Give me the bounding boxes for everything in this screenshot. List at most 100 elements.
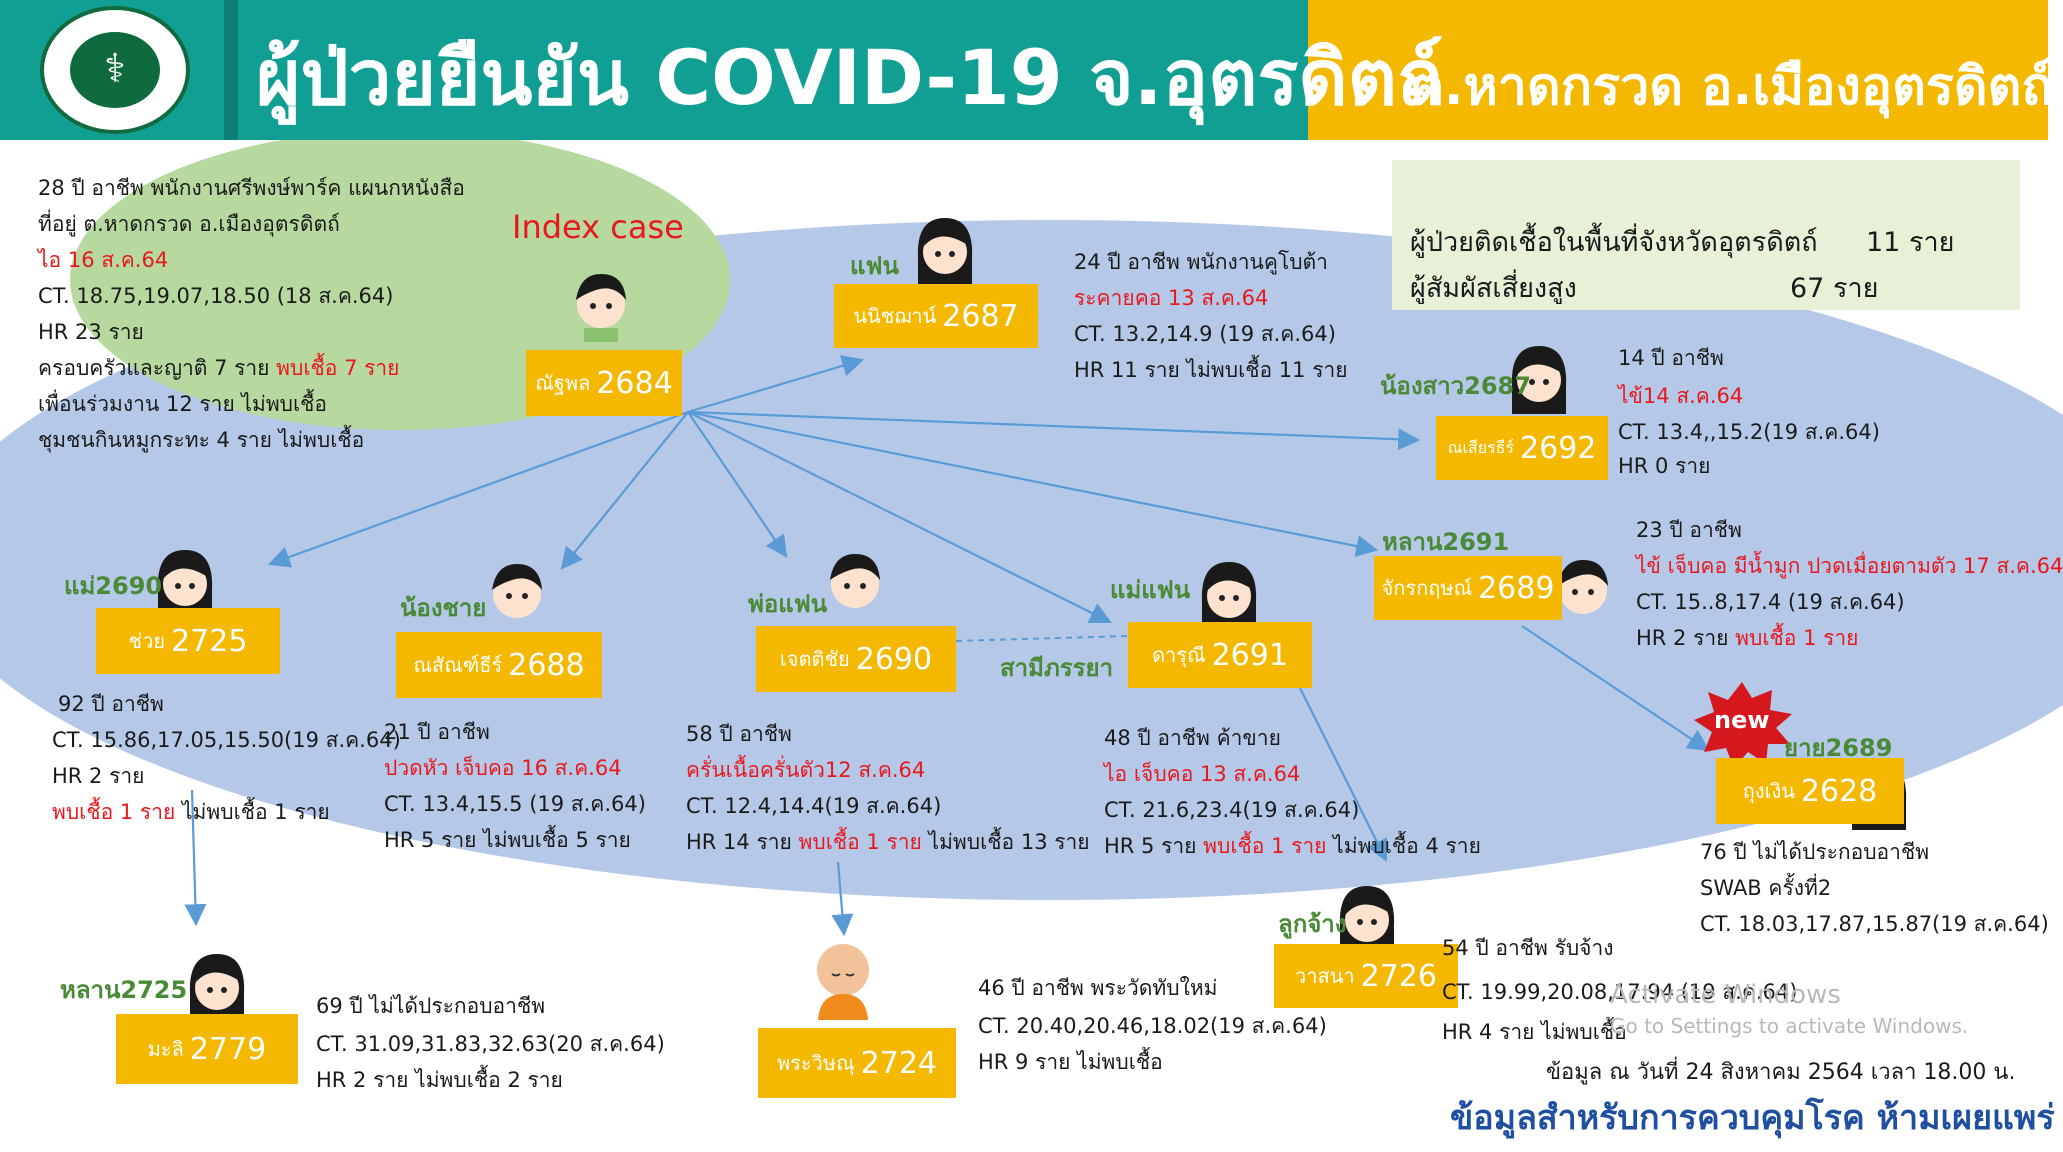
case-name: ณเสียรธีร์ <box>1447 437 1515 457</box>
case-name: ช่วย <box>128 629 166 653</box>
arrow-2725-to-2779 <box>184 789 207 927</box>
case-info-line: CT. 13.2,14.9 (19 ส.ค.64) <box>1074 322 1336 346</box>
case-info-positive: พบเชื้อ 1 ราย <box>798 830 922 854</box>
arrow-to-2690 <box>687 411 788 558</box>
case-info-line: ระคายคอ 13 ส.ค.64 <box>1074 286 1269 310</box>
case-info-positive: พบเชื้อ 1 ราย <box>52 800 176 824</box>
summary-infected-label: ผู้ป่วยติดเชื้อในพื้นที่จังหวัดอุตรดิตถ์ <box>1410 227 1818 258</box>
female-avatar-icon <box>1201 562 1257 630</box>
case-info-line: CT. 19.99,20.08,17.94 (19 ส.ค.64) <box>1442 980 1798 1004</box>
case-id: 2724 <box>860 1045 937 1081</box>
case-id: 2628 <box>1800 773 1878 809</box>
case-info-line: CT. 15.86,17.05,15.50(19 ส.ค.64) <box>52 728 401 752</box>
case-info-line: ไข้14 ส.ค.64 <box>1618 384 1744 408</box>
case-box-2726: วาสนา 2726 <box>1274 944 1458 1008</box>
case-info-line: CT. 15..8,17.4 (19 ส.ค.64) <box>1636 590 1905 614</box>
case-box-2725: ช่วย 2725 <box>96 608 280 674</box>
case-id: 2687 <box>942 298 1019 334</box>
case-info-line: ไม่พบเชื้อ 4 ราย <box>1333 834 1481 858</box>
index-info-line: CT. 18.75,19.07,18.50 (18 ส.ค.64) <box>38 284 394 308</box>
case-info-line: HR 14 ราย <box>686 830 792 854</box>
case-info-line: 46 ปี อาชีพ พระวัดทับใหม่ <box>978 976 1218 1000</box>
relation-label: น้องสาว2687 <box>1380 372 1531 400</box>
case-box-2692: ณเสียรธีร์ 2692 <box>1436 416 1608 480</box>
spouse-dashed-line <box>955 635 1129 642</box>
case-info-line: HR 2 ราย ไม่พบเชื้อ 2 ราย <box>316 1068 563 1092</box>
female-avatar-icon <box>917 218 973 286</box>
relation-label: พ่อแฟน <box>748 590 828 618</box>
arrow-2689-to-2628 <box>1521 625 1710 752</box>
case-info-line: 58 ปี อาชีพ <box>686 722 792 746</box>
case-id: 2725 <box>171 623 248 659</box>
case-box-2691: ดารุณี 2691 <box>1128 622 1312 688</box>
case-box-2724: พระวิษณุ 2724 <box>758 1028 956 1098</box>
case-info-line: SWAB ครั้งที่2 <box>1700 876 1832 900</box>
case-info-line: ปวดหัว เจ็บคอ 16 ส.ค.64 <box>384 756 622 780</box>
case-name: ดารุณี <box>1152 643 1206 667</box>
case-info-line: HR 2 ราย <box>52 764 145 788</box>
index-info-line: ชุมชนกินหมูกระทะ 4 ราย ไม่พบเชื้อ <box>38 428 365 452</box>
case-info-line: CT. 18.03,17.87,15.87(19 ส.ค.64) <box>1700 912 2049 936</box>
case-info-positive: พบเชื้อ 1 ราย <box>1735 626 1859 650</box>
summary-infected-value: 11 ราย <box>1866 227 1955 258</box>
case-name: นนิชฌาน์ <box>853 304 937 328</box>
case-box-2690: เจตติชัย 2690 <box>756 626 956 692</box>
case-info-line: 23 ปี อาชีพ <box>1636 518 1742 542</box>
case-name: วาสนา <box>1295 964 1355 988</box>
case-id: 2726 <box>1360 958 1437 994</box>
case-info-line: ไม่พบเชื้อ 13 ราย <box>928 830 1090 854</box>
index-info-line: ที่อยู่ ต.หาดกรวด อ.เมืองอุตรดิตถ์ <box>38 212 340 236</box>
relation-label: แม่2690 <box>64 572 163 600</box>
case-info-line: 54 ปี อาชีพ รับจ้าง <box>1442 936 1614 960</box>
male-avatar-icon <box>830 554 880 608</box>
case-info-line: HR 2 ราย <box>1636 626 1729 650</box>
case-info-line: 92 ปี อาชีพ <box>58 692 164 716</box>
summary-highrisk-label: ผู้สัมผัสเสี่ยงสูง <box>1410 273 1577 304</box>
case-id: 2691 <box>1211 637 1288 673</box>
ministry-logo: ⚕ <box>40 6 190 134</box>
index-info-line: ครอบครัวและญาติ 7 ราย <box>38 356 270 380</box>
case-id: 2690 <box>855 641 933 677</box>
male-avatar-icon <box>576 274 626 342</box>
relation-label: ลูกจ้าง <box>1278 910 1347 938</box>
case-info-line: CT. 21.6,23.4(19 ส.ค.64) <box>1104 798 1360 822</box>
summary-panel: ผู้ป่วยติดเชื้อในพื้นที่จังหวัดอุตรดิตถ์… <box>1392 160 2020 310</box>
female-avatar-icon <box>1511 346 1567 414</box>
index-info-positive: พบเชื้อ 7 ราย <box>276 356 400 380</box>
arrow-to-2689 <box>687 410 1379 557</box>
index-info-line: HR 23 ราย <box>38 320 144 344</box>
new-badge: new <box>1714 706 1770 734</box>
relation-label: แฟน <box>850 252 899 280</box>
ministry-emblem-icon: ⚕ <box>70 32 160 108</box>
case-info-line: CT. 20.40,20.46,18.02(19 ส.ค.64) <box>978 1014 1327 1038</box>
case-info-line: 48 ปี อาชีพ ค้าขาย <box>1104 726 1281 750</box>
case-info-line: CT. 13.4,,15.2(19 ส.ค.64) <box>1618 420 1880 444</box>
case-id: 2692 <box>1520 430 1597 466</box>
case-info-line: HR 11 ราย ไม่พบเชื้อ 11 ราย <box>1074 358 1348 382</box>
arrow-to-2692 <box>687 410 1421 451</box>
case-box-2779: มะลิ 2779 <box>116 1014 298 1084</box>
case-info-line: 76 ปี ไม่ได้ประกอบอาชีพ <box>1700 840 1930 864</box>
case-box-2628: ถุงเงิน 2628 <box>1716 758 1904 824</box>
arrow-to-2688 <box>560 411 689 570</box>
case-info-line: CT. 31.09,31.83,32.63(20 ส.ค.64) <box>316 1032 665 1056</box>
case-name: ณัฐพล <box>535 371 591 395</box>
arrow-2691-to-2726 <box>1299 687 1387 862</box>
case-name: มะลิ <box>147 1037 184 1061</box>
index-info-line: เพื่อนร่วมงาน 12 ราย ไม่พบเชื้อ <box>38 392 328 416</box>
new-starburst-shape <box>1694 682 1792 768</box>
case-id: 2684 <box>596 365 673 401</box>
case-box-2688: ณสัณฑ์ธีร์ 2688 <box>396 632 602 698</box>
female-avatar-icon <box>1339 886 1395 954</box>
case-name: ถุงเงิน <box>1742 779 1795 803</box>
index-info-line: ไอ 16 ส.ค.64 <box>38 248 169 272</box>
windows-watermark-subtitle: Go to Settings to activate Windows. <box>1610 1014 1969 1038</box>
case-info-line: HR 5 ราย ไม่พบเชื้อ 5 ราย <box>384 828 631 852</box>
case-info-line: ไอ เจ็บคอ 13 ส.ค.64 <box>1104 762 1301 786</box>
footer-disclaimer: ข้อมูลสำหรับการควบคุมโรค ห้ามเผยแพร่ <box>1450 1098 2055 1138</box>
case-info-line: HR 5 ราย <box>1104 834 1197 858</box>
case-name: ณสัณฑ์ธีร์ <box>413 653 503 677</box>
case-info-line: 21 ปี อาชีพ <box>384 720 490 744</box>
case-info-line: CT. 12.4,14.4(19 ส.ค.64) <box>686 794 942 818</box>
case-info-line: 24 ปี อาชีพ พนักงานคูโบต้า <box>1074 250 1328 274</box>
